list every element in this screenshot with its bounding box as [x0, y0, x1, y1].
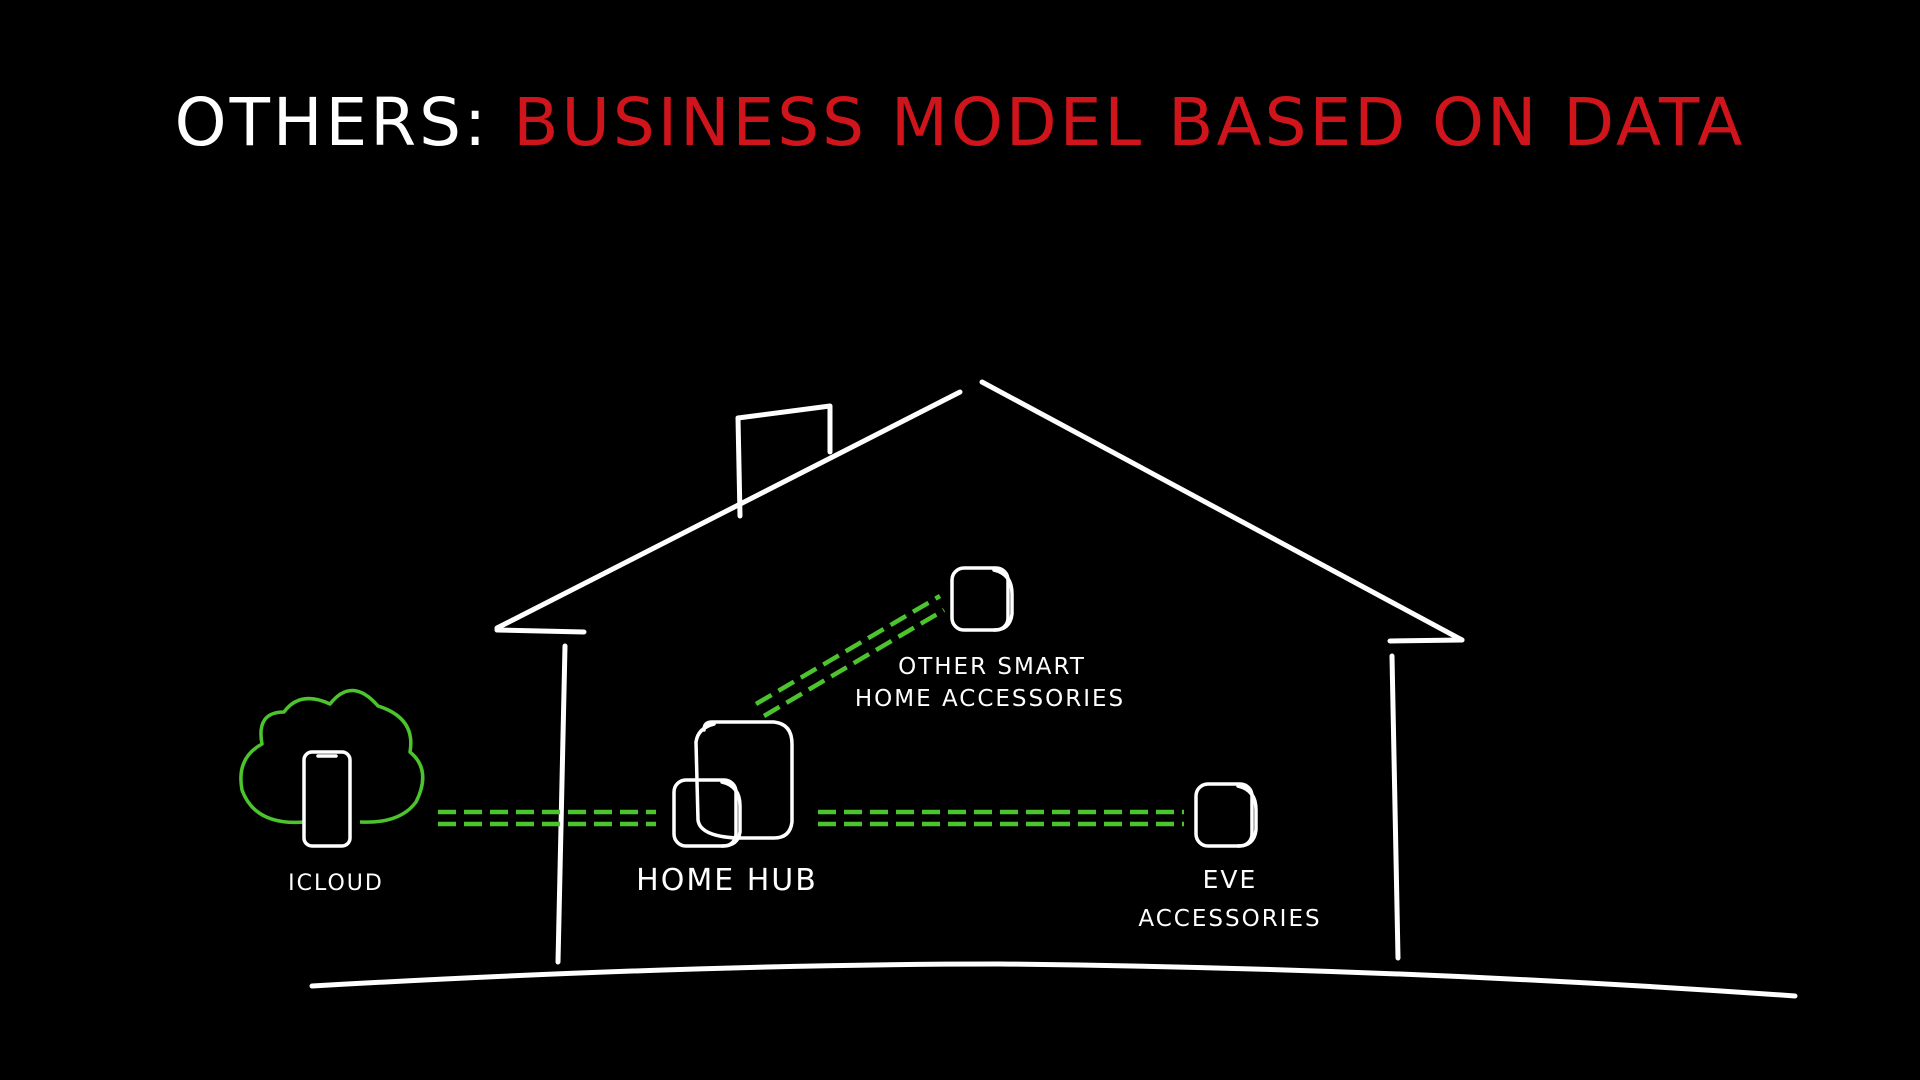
- other-accessory-node: [950, 566, 1014, 632]
- house-chimney: [735, 403, 833, 519]
- title-lead: OTHERS:: [174, 84, 490, 161]
- label-other-line1: OTHER SMART: [898, 654, 1086, 680]
- label-eve-line2: ACCESSORIES: [1138, 906, 1321, 932]
- home-hub-node: [672, 720, 794, 848]
- house-wall-right: [1389, 653, 1401, 961]
- connection-hub-eve: [818, 809, 1184, 827]
- icloud-node: [239, 688, 425, 848]
- ground-line: [309, 961, 1798, 999]
- hub-box-icon: [672, 778, 738, 848]
- label-icloud: ICLOUD: [288, 871, 384, 896]
- eve-accessory-edge: [1236, 784, 1258, 848]
- house-roof-right: [979, 379, 1465, 643]
- accessory-edge: [992, 568, 1014, 632]
- label-home-hub: HOME HUB: [636, 863, 818, 898]
- label-other-line2: HOME ACCESSORIES: [855, 686, 1125, 712]
- hub-box-edge: [720, 780, 742, 848]
- accessory-icon: [950, 566, 1010, 632]
- slide-title: OTHERS: BUSINESS MODEL BASED ON DATA: [0, 84, 1920, 161]
- house-eave-right: [1387, 637, 1465, 644]
- house-eave-left: [494, 627, 587, 635]
- house-roof-left: [494, 389, 963, 631]
- homepod-icon: [694, 720, 794, 840]
- label-eve-line1: EVE: [1203, 865, 1258, 894]
- house-wall-left: [555, 643, 568, 965]
- eve-accessory-node: [1194, 782, 1258, 848]
- eve-accessory-icon: [1194, 782, 1254, 848]
- connection-icloud-hub: [438, 809, 656, 827]
- phone-icon: [302, 750, 352, 848]
- connection-hub-other: [754, 594, 946, 718]
- title-highlight: BUSINESS MODEL BASED ON DATA: [513, 84, 1746, 161]
- cloud-icon: [239, 688, 425, 825]
